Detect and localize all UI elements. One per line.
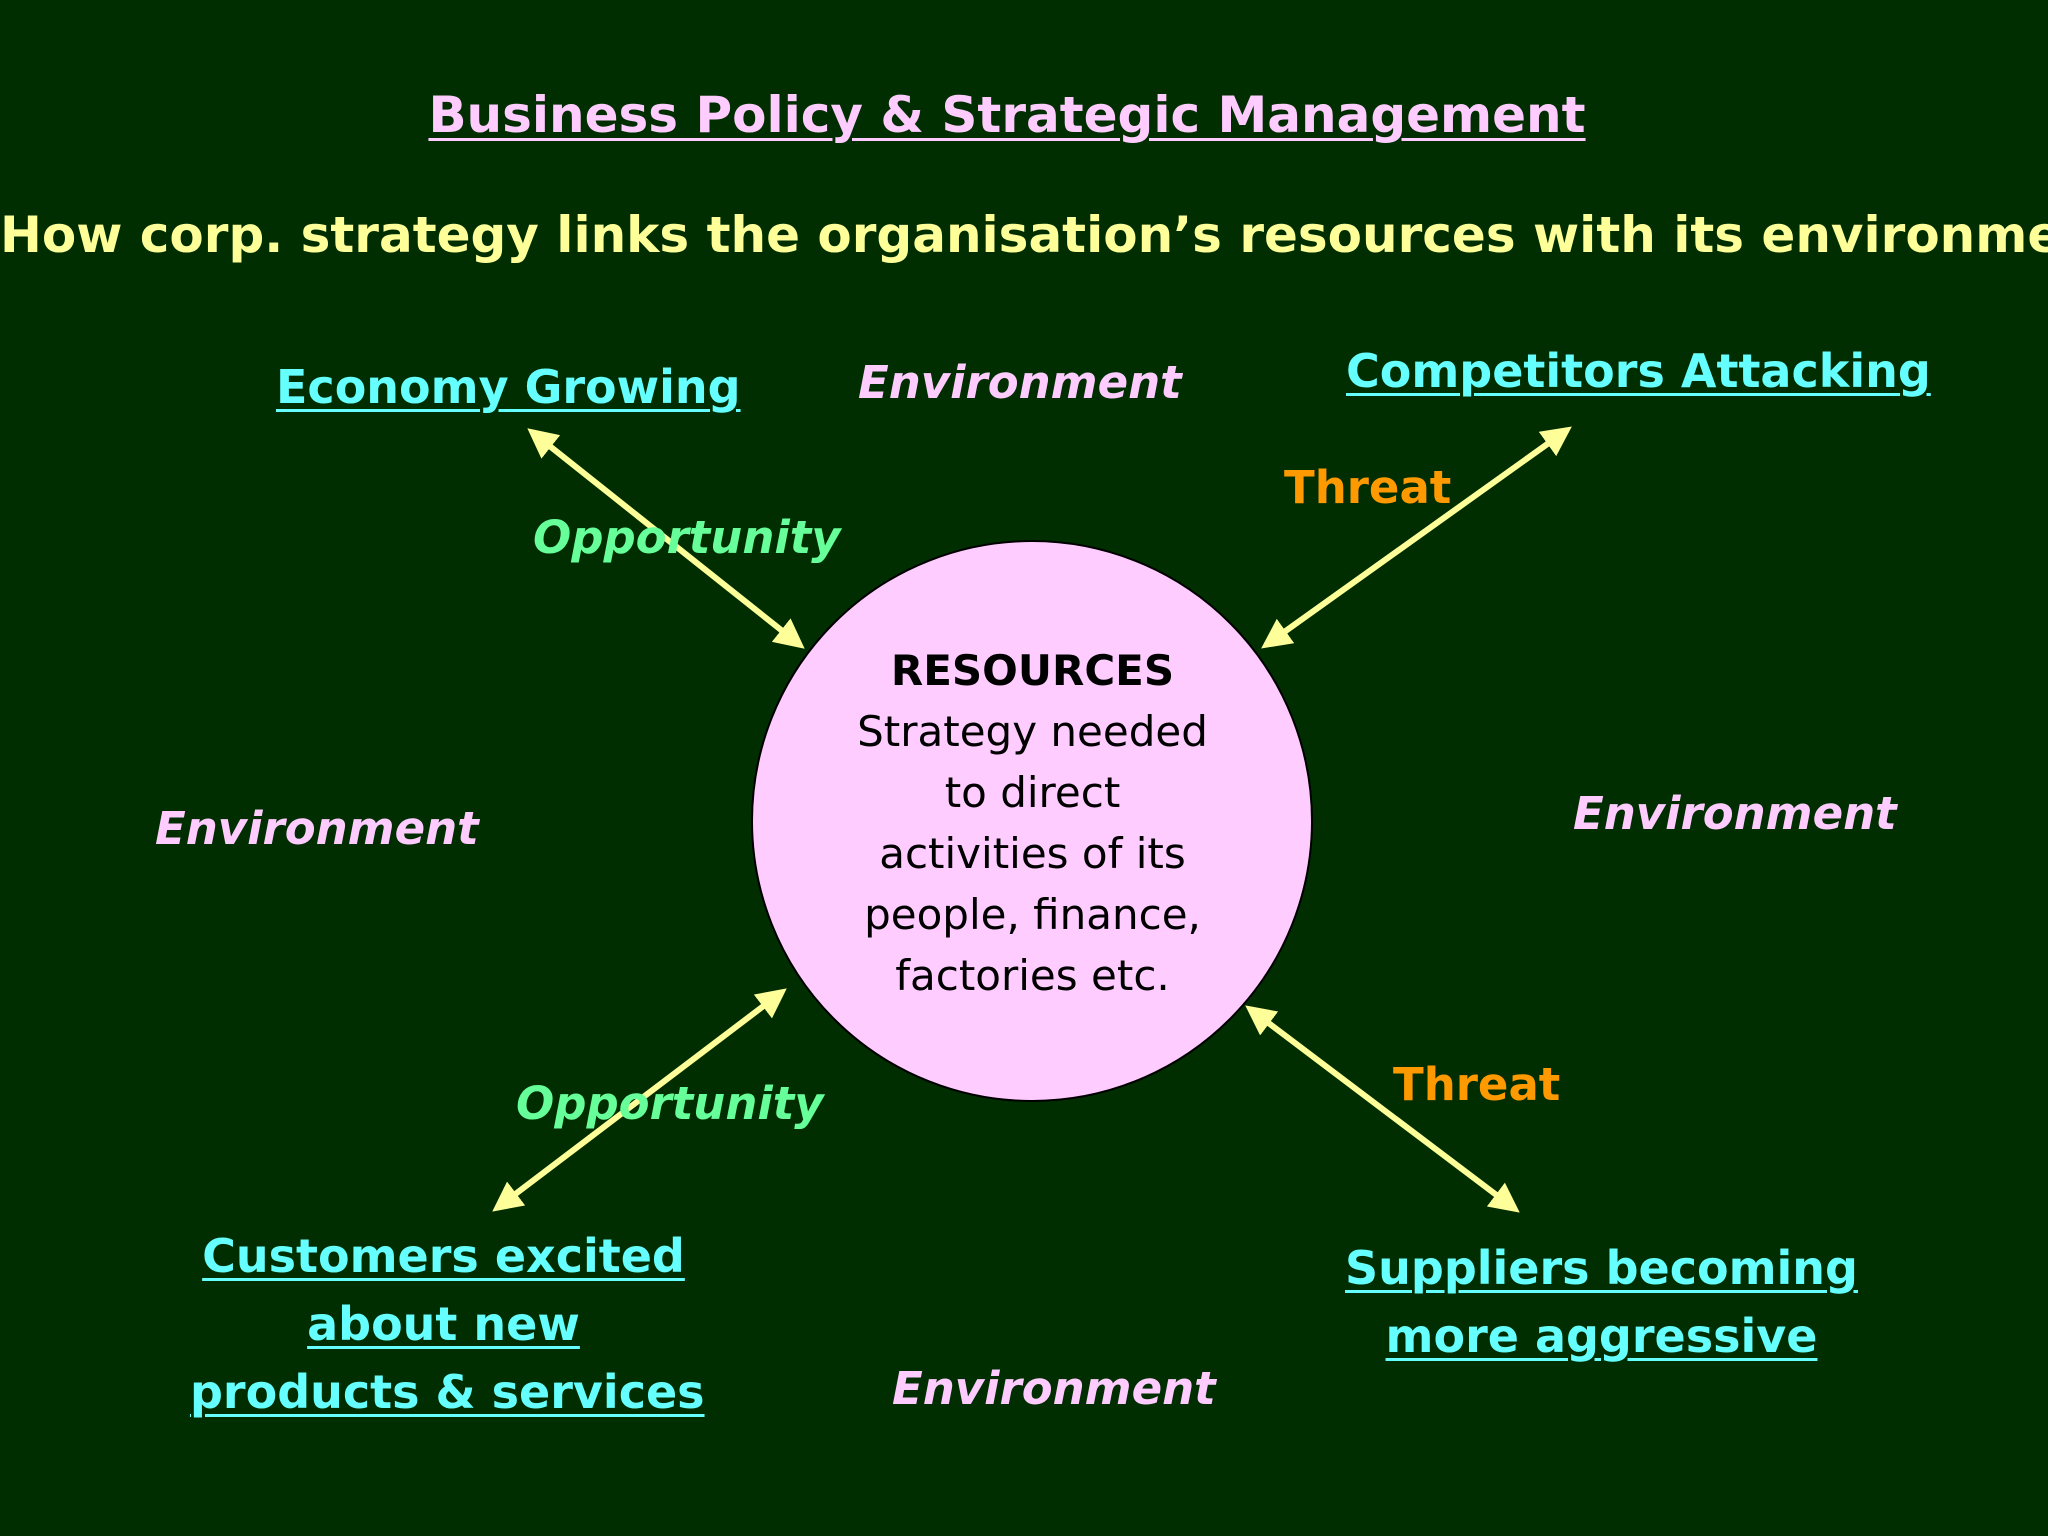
resources-line: to direct: [944, 768, 1121, 817]
threat-arrow-bottom-right: [1245, 1005, 1520, 1213]
page-title: Business Policy & Strategic Management: [428, 86, 1586, 144]
resources-line: activities of its: [879, 829, 1186, 878]
environment-label-bottom: Environment: [892, 1362, 1216, 1415]
factor-line: about new: [307, 1297, 580, 1351]
factor-economy-growing: Economy Growing: [276, 353, 741, 421]
resources-heading: RESOURCES: [890, 646, 1175, 695]
environment-label-top: Environment: [858, 356, 1182, 409]
factor-line: products & services: [190, 1365, 705, 1419]
resources-line: factories etc.: [895, 951, 1170, 1000]
factor-line: Customers excited: [202, 1229, 685, 1283]
factor-competitors-attacking: Competitors Attacking: [1346, 337, 1931, 405]
factor-customers-excited: Customers excited about new products & s…: [190, 1222, 705, 1426]
opportunity-arrow-bottom-left: [492, 988, 787, 1212]
factor-suppliers-aggressive: Suppliers becoming more aggressive: [1341, 1234, 1862, 1370]
threat-label-bottom: Threat: [1393, 1058, 1561, 1111]
page-subtitle: How corp. strategy links the organisatio…: [0, 206, 2048, 264]
threat-label-top: Threat: [1284, 461, 1452, 514]
factor-line: Economy Growing: [276, 360, 741, 414]
resources-line: Strategy needed: [857, 707, 1208, 756]
resources-line: people, finance,: [864, 890, 1201, 939]
resources-circle: [751, 540, 1313, 1102]
opportunity-label-top: Opportunity: [533, 511, 841, 564]
factor-line: Suppliers becoming: [1345, 1241, 1858, 1295]
resources-text: RESOURCES Strategy needed to direct acti…: [770, 640, 1295, 1006]
environment-label-right: Environment: [1573, 787, 1897, 840]
environment-label-left: Environment: [155, 802, 479, 855]
threat-arrow-top-right: [1261, 426, 1572, 649]
opportunity-arrow-top-left: [527, 428, 805, 649]
factor-line: more aggressive: [1385, 1309, 1818, 1363]
factor-line: Competitors Attacking: [1346, 344, 1931, 398]
opportunity-label-bottom: Opportunity: [516, 1077, 824, 1130]
